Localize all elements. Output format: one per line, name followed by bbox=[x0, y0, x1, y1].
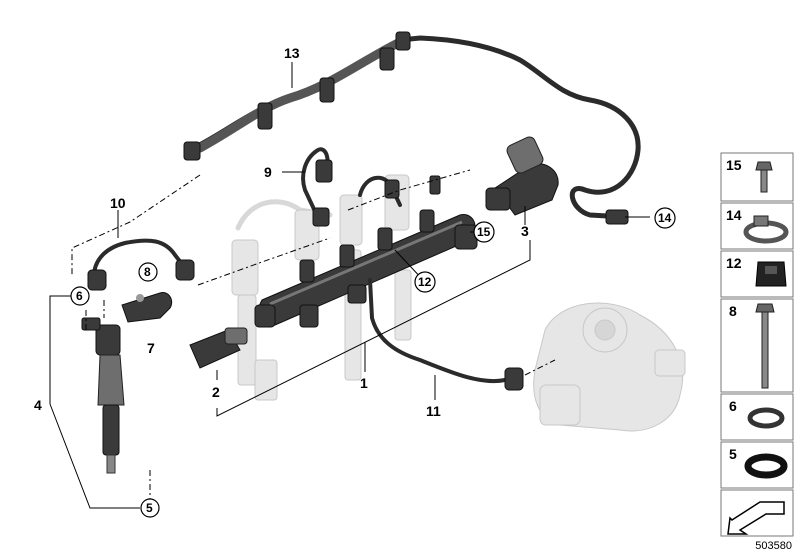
callout-8: 8 bbox=[144, 265, 151, 279]
legend-label-14: 14 bbox=[726, 207, 742, 223]
legend-label-8: 8 bbox=[729, 303, 737, 319]
legend-label-15: 15 bbox=[726, 157, 742, 173]
clamp-bracket-7 bbox=[121, 291, 173, 323]
callouts: 13 9 10 3 7 1 2 4 11 8 6 5 12 15 14 bbox=[34, 45, 676, 518]
pressure-sensor-3 bbox=[485, 136, 559, 216]
rubber-grommet-icon bbox=[755, 261, 787, 287]
high-pressure-line-11 bbox=[368, 278, 524, 391]
ghost-high-pressure-pump bbox=[533, 302, 686, 432]
injector-line-12 bbox=[358, 175, 441, 207]
callout-10: 10 bbox=[110, 195, 126, 211]
callout-6: 6 bbox=[76, 289, 83, 303]
hose-clamp-icon bbox=[743, 215, 789, 244]
callout-9: 9 bbox=[264, 164, 272, 180]
dashed-leaders bbox=[71, 169, 650, 500]
callout-2: 2 bbox=[212, 384, 220, 400]
callout-13: 13 bbox=[284, 45, 300, 61]
legend-label-12: 12 bbox=[726, 255, 742, 271]
callout-7: 7 bbox=[147, 340, 155, 356]
callout-1: 1 bbox=[360, 375, 368, 391]
injector-line-9 bbox=[301, 147, 333, 227]
legend-column: 15 14 12 8 6 bbox=[720, 152, 794, 537]
callout-14: 14 bbox=[658, 211, 672, 225]
callout-4: 4 bbox=[34, 397, 42, 413]
long-bolt-icon bbox=[755, 303, 775, 389]
bolt-icon bbox=[755, 161, 773, 193]
injector-line-10 bbox=[87, 238, 195, 291]
legend-label-6: 6 bbox=[729, 398, 737, 414]
callout-11: 11 bbox=[426, 403, 441, 419]
injector-4 bbox=[81, 317, 125, 474]
sealing-ring-icon bbox=[744, 453, 788, 479]
direction-arrow-icon bbox=[727, 501, 785, 535]
callout-5: 5 bbox=[146, 501, 153, 515]
diagram-reference-number: 503580 bbox=[755, 540, 792, 552]
callout-3: 3 bbox=[521, 223, 529, 239]
o-ring-icon bbox=[747, 407, 785, 429]
callout-12: 12 bbox=[418, 275, 432, 289]
legend-label-5: 5 bbox=[729, 446, 737, 462]
callout-15: 15 bbox=[477, 225, 491, 239]
connector-2 bbox=[189, 327, 248, 369]
leak-off-line-13 bbox=[183, 31, 641, 225]
fuel-rail-1 bbox=[254, 209, 478, 328]
